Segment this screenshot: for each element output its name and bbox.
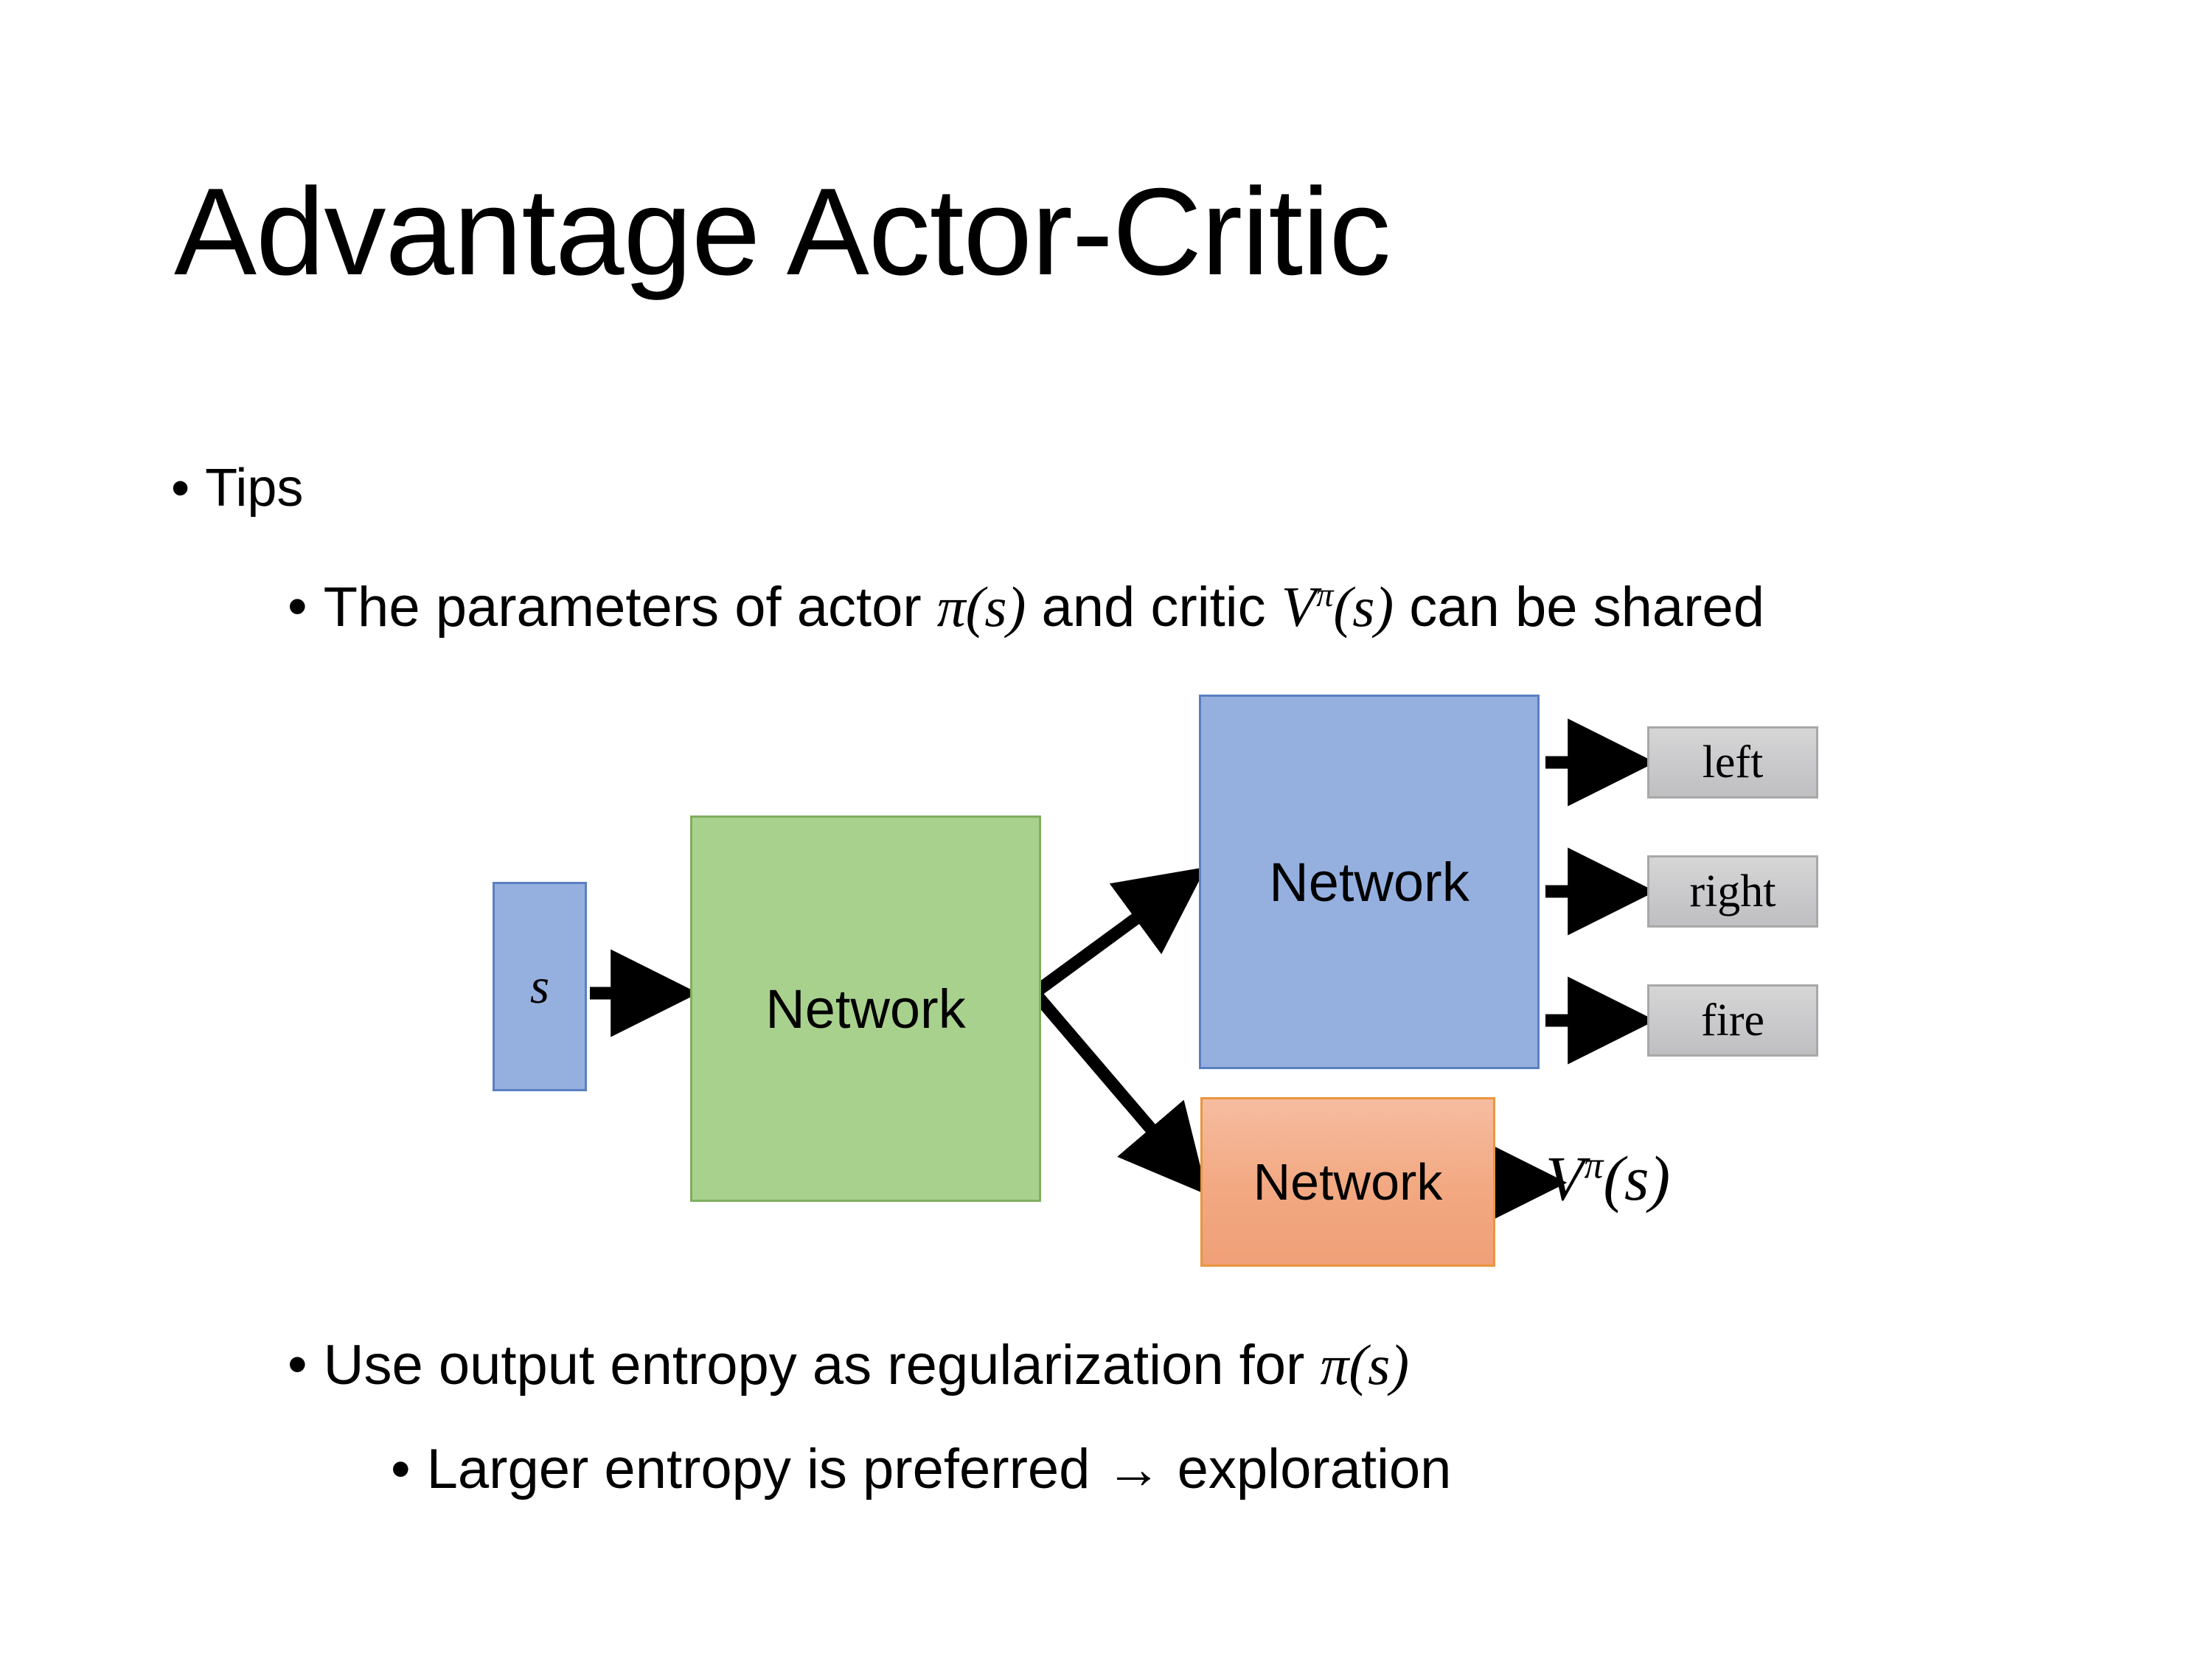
- output-value-function-label: Vπ(s): [1545, 1141, 1670, 1215]
- math-v: V: [1281, 575, 1317, 639]
- bullet-tips: • Tips: [171, 457, 303, 520]
- math-pi-of-s: π(s): [1320, 1333, 1409, 1397]
- math-v: V: [1545, 1143, 1585, 1214]
- math-close-paren: ): [1390, 1333, 1410, 1397]
- bullet-parameters-prefix: The parameters of actor: [323, 576, 937, 639]
- arrow-shared-to-critic: [1033, 992, 1208, 1195]
- output-action-left[interactable]: left: [1647, 726, 1818, 799]
- page-title: Advantage Actor-Critic: [174, 162, 1391, 301]
- math-close-paren: ): [1006, 575, 1026, 639]
- node-shared-network[interactable]: Network: [690, 815, 1041, 1202]
- bullet-parameters-mid: and critic: [1026, 576, 1281, 639]
- bullet-parameters-text: The parameters of actor π(s) and critic …: [324, 574, 1764, 641]
- arrow-shared-to-actor: [1034, 866, 1206, 995]
- math-s: s: [1352, 575, 1375, 639]
- math-pi-open: π(: [1320, 1333, 1368, 1397]
- bullet-dot-icon: •: [171, 459, 190, 518]
- math-open-paren: (: [1603, 1143, 1625, 1214]
- bullet-larger-entropy: • Larger entropy is preferred → explorat…: [391, 1436, 1451, 1503]
- math-s: s: [1624, 1143, 1649, 1214]
- node-actor-network-label: Network: [1269, 851, 1470, 913]
- math-pi-superscript: π: [1316, 577, 1334, 615]
- bullet-dot-icon: •: [288, 1333, 307, 1396]
- math-close-paren: ): [1649, 1143, 1671, 1214]
- bullet-dot-icon: •: [288, 575, 307, 638]
- math-close-paren: ): [1374, 575, 1394, 639]
- math-s: s: [984, 575, 1007, 639]
- output-action-fire-label: fire: [1700, 995, 1765, 1046]
- node-input-state[interactable]: s: [493, 882, 587, 1091]
- node-input-state-label: s: [529, 959, 550, 1014]
- node-actor-network[interactable]: Network: [1199, 695, 1540, 1069]
- math-pi-of-s: π(s): [937, 575, 1026, 639]
- math-v-pi-of-s: Vπ(s): [1281, 575, 1394, 639]
- bullet-entropy-prefix: Use output entropy as regularization for: [323, 1334, 1321, 1397]
- math-s: s: [1368, 1333, 1391, 1397]
- bullet-larger-entropy-label: Larger entropy is preferred → exploratio…: [426, 1438, 1452, 1500]
- node-critic-network-label: Network: [1253, 1153, 1443, 1211]
- output-action-fire[interactable]: fire: [1647, 984, 1818, 1057]
- math-pi-superscript: π: [1584, 1144, 1604, 1187]
- output-action-right-label: right: [1689, 866, 1776, 917]
- bullet-dot-icon: •: [391, 1438, 411, 1500]
- math-pi-open: π(: [936, 575, 985, 639]
- node-critic-network[interactable]: Network: [1200, 1097, 1495, 1267]
- bullet-entropy-regularization: • Use output entropy as regularization f…: [288, 1332, 1409, 1399]
- math-open-paren: (: [1333, 575, 1353, 639]
- node-shared-network-label: Network: [765, 978, 966, 1040]
- bullet-parameters-shared: • The parameters of actor π(s) and criti…: [288, 574, 1947, 641]
- output-action-right[interactable]: right: [1647, 855, 1818, 928]
- output-action-left-label: left: [1702, 737, 1764, 787]
- bullet-entropy-text: Use output entropy as regularization for…: [324, 1332, 1409, 1399]
- bullet-tips-label: Tips: [205, 459, 304, 518]
- bullet-parameters-suffix: can be shared: [1394, 576, 1764, 639]
